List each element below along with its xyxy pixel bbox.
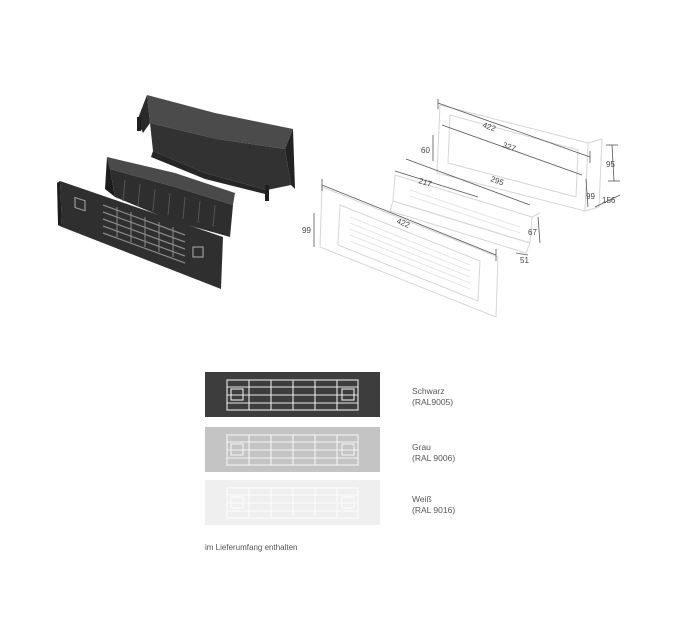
technical-drawing: 422 327 60 95 99 156 217 295 67 51 422 9… <box>302 99 621 318</box>
swatch-white <box>205 480 380 525</box>
grille-pattern <box>226 434 359 466</box>
swatch-label-white: Weiß (RAL 9016) <box>412 494 456 515</box>
swatch-black <box>205 372 380 417</box>
swatch-label-grey: Grau (RAL 9006) <box>412 442 456 463</box>
product-photo <box>57 95 295 289</box>
delivery-note: im Lieferumfang enthalten <box>205 543 298 552</box>
front-grille-photo <box>57 181 223 289</box>
housing-box <box>137 95 295 201</box>
dim-mid-width-a: 217 <box>417 176 433 189</box>
dim-top-inner: 327 <box>501 140 517 153</box>
swatch-list: Schwarz (RAL9005) Grau (RAL 9006) Weiß (… <box>205 372 475 532</box>
dim-mid-depth: 51 <box>520 256 529 265</box>
grille-pattern <box>226 379 359 411</box>
dim-right-height-top: 95 <box>606 160 615 169</box>
dim-right-depth: 156 <box>602 196 616 205</box>
dim-front-height: 99 <box>302 226 311 235</box>
grille-pattern <box>226 487 359 519</box>
dim-top-depth: 60 <box>421 146 430 155</box>
dim-right-height-mid: 99 <box>586 192 595 201</box>
air-duct <box>105 157 235 237</box>
dim-mid-width-b: 295 <box>489 174 505 187</box>
swatch-grey <box>205 427 380 472</box>
dim-mid-height: 67 <box>528 228 537 237</box>
swatch-label-black: Schwarz (RAL9005) <box>412 386 454 407</box>
dim-top-outer: 422 <box>481 120 497 133</box>
